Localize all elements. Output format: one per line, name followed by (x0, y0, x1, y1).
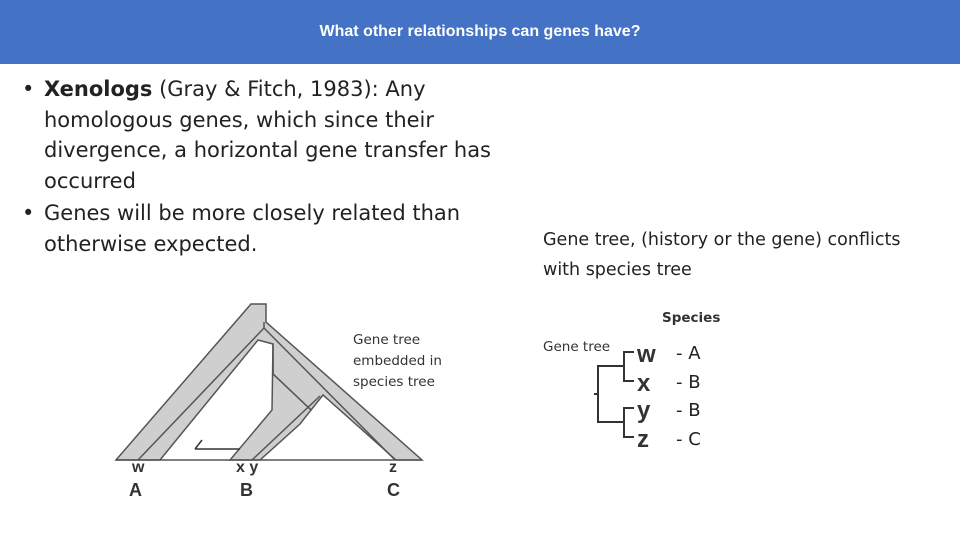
conflict-caption: Gene tree, (history or the gene) conflic… (543, 230, 901, 280)
bullet-dot: • (22, 201, 35, 225)
slide-header: What other relationships can genes have? (0, 0, 960, 64)
gene-tree-leaf-x: x (637, 370, 651, 397)
gene-label-xy: x y (236, 459, 258, 476)
species-mapping-item: - A (676, 343, 701, 364)
species-mapping-item: - B (676, 371, 701, 393)
gene-tree-leaf-z: z (637, 426, 649, 453)
gene-tree-root (597, 365, 624, 423)
gene-tree-branch-yz (623, 407, 634, 438)
slide-title: What other relationships can genes have? (319, 23, 641, 40)
gene-tree-leaf-y: y (637, 397, 651, 424)
bullet-item-related: • Genes will be more closely related tha… (22, 198, 492, 259)
bullet-text: (Gray & Fitch, 1983): Any homologous gen… (44, 77, 491, 193)
gene-label-w: w (131, 459, 145, 476)
species-mapping-item: - B (676, 400, 701, 421)
species-label-a: A (129, 480, 142, 500)
gene-lineage-z (263, 327, 396, 461)
species-tree-figure: w x y z A B C (114, 303, 424, 500)
bullet-item-xenologs: • Xenologs (Gray & Fitch, 1983): Any hom… (22, 74, 492, 196)
bullet-dot: • (22, 77, 35, 101)
gene-label-z: z (389, 459, 397, 476)
gene-tree-label: Gene tree (543, 339, 611, 355)
species-branch-b (228, 343, 313, 461)
species-mapping-item: - C (676, 428, 701, 450)
horizontal-transfer-link (194, 439, 203, 450)
species-heading: Species (662, 310, 721, 326)
bullet-term: Xenologs (44, 77, 153, 101)
species-mapping-list: - A - B - B - C (676, 340, 701, 454)
gene-tree-leaf-w: w (636, 341, 656, 368)
gene-tree-branch-wx (623, 351, 634, 382)
embedded-tree-label: Gene tree embedded in species tree (353, 332, 442, 390)
species-label-c: C (387, 480, 400, 500)
species-label-b: B (240, 480, 253, 500)
gene-lineage-xy (251, 395, 321, 461)
bullet-text: Genes will be more closely related than … (44, 201, 461, 256)
bullet-list: • Xenologs (Gray & Fitch, 1983): Any hom… (22, 74, 492, 261)
gene-tree-figure: w x y z (594, 341, 656, 453)
